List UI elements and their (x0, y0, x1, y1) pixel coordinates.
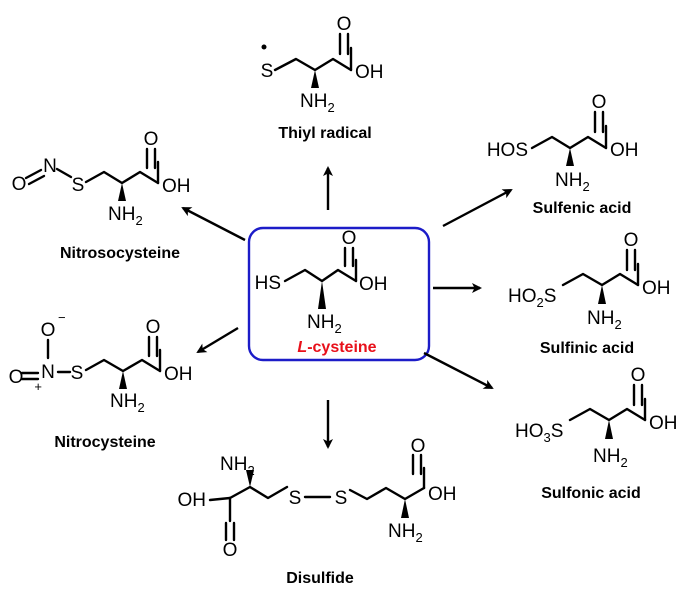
nitroso-o: O (12, 174, 27, 195)
disulfide-left-hydroxyl: OH (178, 490, 207, 511)
nitrocysteine-label: Nitrocysteine (54, 434, 155, 451)
sulfenic-sulfur: HOS (487, 140, 528, 161)
nitroso-hydroxyl: OH (162, 176, 191, 197)
disulfide-node: OH O NH2 S S O OH NH2 Disulfide (178, 436, 457, 587)
sulfinic-sulfur-group: HO2S (508, 286, 556, 310)
nitrosocysteine-label: Nitrosocysteine (60, 245, 180, 262)
disulfide-s2: S (335, 488, 348, 509)
thiyl-s: S (261, 61, 274, 82)
nitroso-n: N (43, 156, 57, 177)
thiyl-label: Thiyl radical (278, 125, 371, 142)
nitro-n: N (41, 362, 55, 383)
sulfinic-acid-node: HO2S O OH NH2 Sulfinic acid (508, 230, 671, 357)
nitroso-s: S (72, 175, 85, 196)
sulfonic-acid-node: HO3S O OH NH2 Sulfonic acid (515, 365, 678, 502)
nitro-s: S (71, 363, 84, 384)
sulfinic-hydroxyl: OH (642, 278, 671, 299)
disulfide-right-hydroxyl: OH (428, 484, 457, 505)
disulfide-left-amine: NH2 (220, 454, 255, 478)
sulfonic-carbonyl-o: O (631, 365, 646, 386)
center-hydroxyl: OH (359, 274, 388, 295)
sulfenic-label: Sulfenic acid (533, 200, 632, 217)
sulfinic-amine: NH2 (587, 308, 622, 332)
sulfonic-hydroxyl: OH (649, 413, 678, 434)
thiyl-radical-node: S O OH NH2 Thiyl radical (261, 14, 384, 142)
nitro-plus: + (34, 379, 42, 394)
sulfonic-amine: NH2 (593, 446, 628, 470)
arrow-to-nitro (196, 326, 239, 354)
center-thiol: HS (255, 273, 281, 294)
nitro-minus: − (58, 310, 66, 325)
disulfide-label: Disulfide (286, 570, 354, 587)
arrow-to-nitroso (181, 206, 246, 242)
sulfenic-hydroxyl: OH (610, 140, 639, 161)
sulfenic-acid-node: HOS O OH NH2 Sulfenic acid (487, 92, 639, 217)
thiyl-carbonyl-o: O (337, 14, 352, 35)
disulfide-right-amine: NH2 (388, 521, 423, 545)
sulfonic-sulfur-group: HO3S (515, 421, 563, 445)
l-cysteine-node: HS O OH NH2 L-cysteine (247, 226, 431, 362)
center-amine: NH2 (307, 312, 342, 336)
sulfinic-label: Sulfinic acid (540, 340, 634, 357)
arrow-to-sulfenic (442, 188, 513, 228)
disulfide-left-carbonyl-o: O (223, 540, 238, 561)
sulfenic-amine: NH2 (555, 170, 590, 194)
thiyl-hydroxyl: OH (355, 62, 384, 83)
center-name: L-cysteine (297, 339, 376, 356)
nitro-hydroxyl: OH (164, 364, 193, 385)
nitroso-amine: NH2 (108, 204, 143, 228)
radical-dot (261, 44, 267, 50)
center-box (247, 226, 431, 362)
nitro-o-left: O (9, 367, 24, 388)
sulfenic-carbonyl-o: O (592, 92, 607, 113)
nitrocysteine-node: O − N + O S O OH NH2 Nitrocysteine (9, 310, 193, 451)
disulfide-s1: S (289, 488, 302, 509)
nitro-amine: NH2 (110, 391, 145, 415)
center-carbonyl-o: O (342, 228, 357, 249)
arrow-to-sulfonic (423, 351, 494, 390)
nitro-o-top: O (41, 320, 56, 341)
thiyl-amine: NH2 (300, 91, 335, 115)
sulfinic-carbonyl-o: O (624, 230, 639, 251)
sulfonic-label: Sulfonic acid (541, 485, 641, 502)
disulfide-right-carbonyl-o: O (411, 436, 426, 457)
nitro-carbonyl-o: O (146, 317, 161, 338)
nitroso-carbonyl-o: O (144, 129, 159, 150)
nitrosocysteine-node: O N S O OH NH2 Nitrosocysteine (12, 129, 191, 262)
